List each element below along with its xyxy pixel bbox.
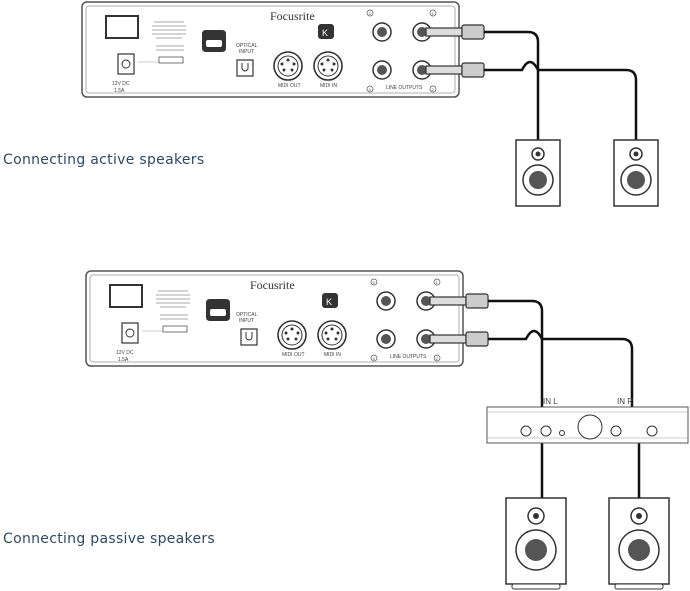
in-left-label: IN L [543,397,558,406]
in-right-label: IN R [617,397,633,406]
jack-number: 2 [432,87,435,92]
jack-number: 4 [373,356,376,361]
active-speaker-right [613,139,659,207]
midi-out-label: MIDI OUT [278,83,301,89]
line-outputs-label: LINE OUTPUTS [386,85,423,91]
jack-number: 2 [436,356,439,361]
jack-number: 1 [436,280,439,285]
caption-active-speakers: Connecting active speakers [3,152,205,168]
jack-number: 1 [432,11,435,16]
passive-speaker-left [505,497,567,590]
optical-label: INPUT [239,318,254,324]
brand-logo: Focusrite [270,9,315,23]
optical-label: INPUT [239,49,254,55]
k-logo: K [326,297,332,307]
interface-rear-panel-active: Focusrite K OPTICAL INPUT MIDI OUT MIDI … [81,1,460,98]
line-outputs-label: LINE OUTPUTS [390,354,427,360]
passive-speaker-right [608,497,670,590]
midi-in-label: MIDI IN [324,352,341,358]
optical-label: OPTICAL [236,312,258,318]
midi-in-label: MIDI IN [320,83,337,89]
amplifier: IN L IN R [486,397,689,444]
power-label: 12V DC [112,81,130,87]
power-label: 12V DC [116,350,134,356]
midi-out-label: MIDI OUT [282,352,305,358]
cables-active [425,24,638,140]
optical-label: OPTICAL [236,43,258,49]
cables-passive [429,293,641,498]
power-label: 1.5A [114,88,125,94]
brand-logo: Focusrite [250,278,295,292]
interface-rear-panel-passive: Focusrite K OPTICAL INPUT MIDI OUT MIDI … [85,270,464,367]
active-speaker-left [515,139,561,207]
power-label: 1.5A [118,357,129,363]
caption-passive-speakers: Connecting passive speakers [3,531,216,547]
jack-number: 4 [369,87,372,92]
jack-number: 3 [369,11,372,16]
k-logo: K [322,28,328,38]
jack-number: 3 [373,280,376,285]
